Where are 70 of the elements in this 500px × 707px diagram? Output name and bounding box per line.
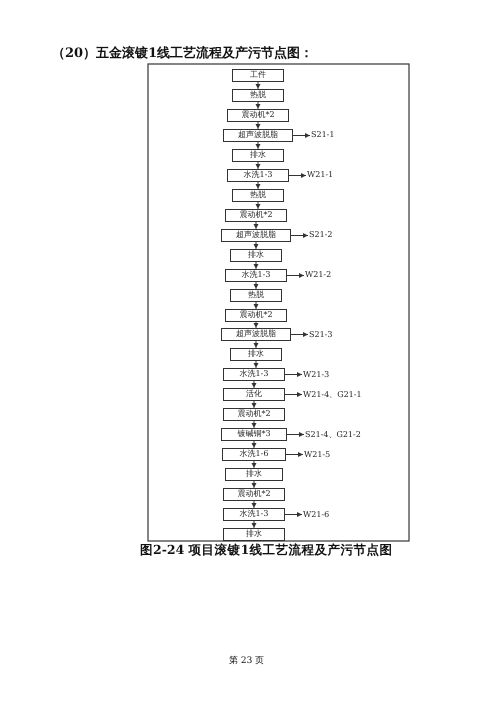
process-box: 超声波脱脂 [221, 228, 291, 242]
arrow [256, 182, 260, 190]
arrow [256, 82, 260, 90]
arrow [256, 142, 260, 150]
process-box: 震动机*2 [223, 408, 285, 422]
arrow [252, 420, 256, 428]
process-box: 工件 [232, 69, 284, 82]
process-box: 热脱 [232, 88, 284, 102]
arrow [256, 202, 260, 210]
arrow [252, 440, 256, 448]
arrow [254, 322, 258, 328]
pollution-code: S21-2 [309, 230, 332, 240]
process-box: 热脱 [230, 288, 282, 302]
page-number: 第 23 页 [229, 654, 264, 667]
process-box: 排水 [223, 528, 285, 542]
pollution-code: S21-1 [311, 130, 334, 140]
pollution-code: W21-3 [303, 370, 330, 380]
arrow [252, 520, 256, 528]
pollution-code: S21-4、G21-2 [305, 430, 361, 440]
process-box: 排水 [225, 468, 283, 482]
process-box: 排水 [230, 248, 282, 262]
arrow [254, 262, 258, 270]
process-box: 超声波脱脂 [223, 128, 293, 142]
process-box: 热脱 [232, 188, 284, 202]
arrow [286, 273, 304, 278]
pollution-code: W21-1 [307, 170, 334, 180]
arrow [290, 233, 308, 238]
arrow [252, 380, 256, 388]
pollution-code: S21-3 [309, 330, 332, 340]
arrow [254, 340, 258, 348]
arrow [284, 392, 302, 397]
process-box: 水洗1-3 [227, 168, 289, 182]
arrow [254, 282, 258, 290]
arrow [284, 372, 302, 377]
pollution-code: W21-6 [303, 510, 330, 520]
arrow [292, 133, 310, 138]
arrow [252, 460, 256, 468]
figure-caption: 图2-24 项目滚镀1线工艺流程及产污节点图 [140, 542, 392, 559]
arrow [252, 480, 256, 488]
pollution-code: W21-4、G21-1 [303, 390, 362, 400]
process-box: 水洗1-3 [223, 508, 285, 522]
process-box: 超声波脱脂 [221, 328, 291, 342]
arrow [252, 400, 256, 408]
arrow [290, 332, 308, 337]
process-box: 震动机*2 [225, 308, 287, 322]
process-box: 排水 [230, 348, 282, 362]
process-box: 震动机*2 [227, 108, 289, 122]
arrow [254, 222, 258, 230]
arrow [256, 162, 260, 170]
process-box: 排水 [232, 148, 284, 162]
arrow [256, 122, 260, 130]
arrow [254, 302, 258, 310]
arrow [252, 500, 256, 508]
heading: （20）五金滚镀1线工艺流程及产污节点图： [52, 44, 314, 62]
arrow [284, 512, 302, 517]
arrow [288, 173, 306, 178]
arrow [254, 242, 258, 250]
process-box: 震动机*2 [223, 488, 285, 502]
pollution-code: W21-5 [304, 450, 330, 460]
pollution-code: W21-2 [305, 270, 332, 280]
process-box: 活化 [223, 388, 285, 402]
process-box: 水洗1-3 [223, 368, 285, 382]
process-box: 震动机*2 [225, 208, 287, 222]
arrow [256, 102, 260, 110]
process-box: 水洗1-6 [222, 448, 286, 462]
arrow [286, 432, 304, 437]
arrow [254, 360, 258, 368]
arrow [286, 452, 304, 457]
process-box: 水洗1-3 [225, 268, 287, 282]
process-box: 镀碱铜*3 [221, 428, 287, 442]
